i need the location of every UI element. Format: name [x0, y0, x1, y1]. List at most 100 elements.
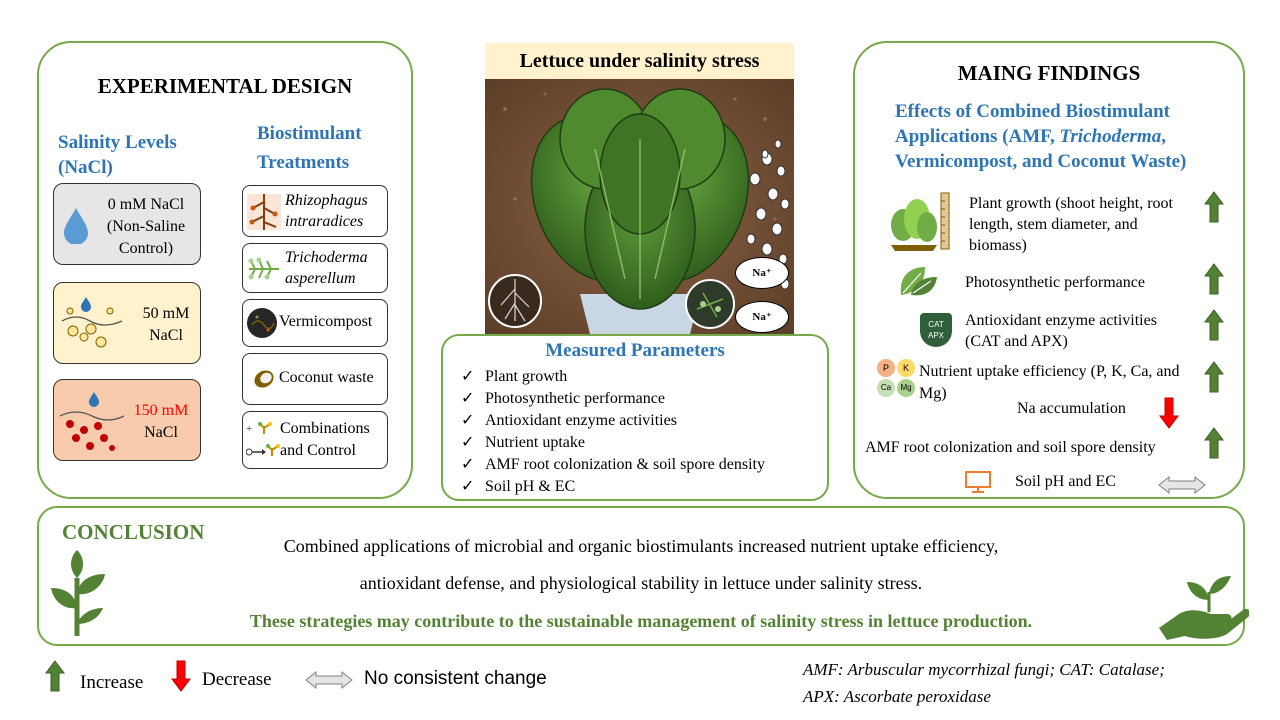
decrease-arrow-icon [170, 660, 192, 692]
measured-item-text: Soil pH & EC [485, 478, 576, 495]
increase-arrow-icon [1203, 309, 1225, 341]
abbreviation-line: APX: Ascorbate peroxidase [803, 687, 991, 706]
treatment-line: Rhizophagus [285, 192, 368, 209]
badge-text: CAT [928, 320, 944, 329]
measured-item: ✓ Photosynthetic performance [461, 388, 665, 408]
salinity-value: 150 mM [133, 402, 189, 419]
measured-item-text: AMF root colonization & soil spore densi… [485, 456, 765, 473]
treatment-line: and Control [280, 442, 356, 459]
measured-item: ✓ Antioxidant enzyme activities [461, 410, 677, 430]
photo-title: Lettuce under salinity stress [519, 50, 760, 72]
salinity-level-150mm: 150 mM NaCl [53, 379, 201, 461]
measured-item: ✓ Soil pH & EC [461, 476, 575, 496]
salinity-level-50mm: 50 mM NaCl [53, 282, 201, 364]
nutrient-label: P [882, 363, 889, 373]
experimental-design-title: EXPERIMENTAL DESIGN [97, 74, 353, 98]
main-findings-title: MAING FINDINGS [957, 61, 1141, 85]
sodium-ion-label: Na⁺ [735, 301, 789, 333]
treatment-label: Combinations and Control [280, 418, 370, 462]
treatment-line: intraradices [285, 213, 364, 230]
conclusion-line-1: Combined applications of microbial and o… [283, 536, 999, 556]
treatment-coconut-waste: Coconut waste [242, 353, 388, 405]
sodium-ion-text: Na⁺ [752, 267, 772, 279]
fungus-icon [248, 257, 279, 280]
finding-photosynthetic: Photosynthetic performance [965, 274, 1145, 291]
seedling-icon [51, 550, 105, 636]
finding-soil-ph: Soil pH and EC [1015, 473, 1116, 490]
measured-item-text: Antioxidant enzyme activities [485, 412, 677, 429]
vermicompost-icon [247, 308, 277, 338]
main-findings-panel: MAING FINDINGS Effects of Combined Biost… [853, 41, 1245, 499]
check-icon: ✓ [461, 434, 475, 451]
conclusion-line-2: antioxidant defense, and physiological s… [359, 573, 923, 593]
monitor-icon [965, 471, 991, 493]
measured-item-text: Nutrient uptake [485, 434, 585, 451]
treatment-label: Trichoderma asperellum [285, 247, 368, 289]
conclusion-panel: CONCLUSION Combined applications of micr… [37, 506, 1249, 646]
finding-amf: AMF root colonization and soil spore den… [865, 439, 1156, 456]
finding-na-accumulation: Na accumulation [1017, 400, 1126, 417]
findings-subtitle-line: Effects of Combined Biostimulant [895, 101, 1170, 122]
measured-parameters-panel: Measured Parameters ✓Plant growth ✓ Photo… [441, 334, 829, 501]
nutrient-k-icon: K [897, 359, 915, 377]
combination-icon: + [246, 422, 280, 456]
water-drop-icon [64, 208, 88, 244]
salt-particles-icon [59, 392, 124, 451]
legend-decrease: Decrease [202, 669, 272, 690]
measured-item: ✓ Nutrient uptake [461, 432, 585, 452]
check-icon: ✓ [461, 412, 475, 429]
lettuce-photo: Na⁺ Na⁺ [485, 79, 794, 334]
check-icon: ✓ [461, 456, 475, 473]
finding-text: Plant growth (shoot height, root length,… [969, 195, 1173, 254]
measured-item-text: Photosynthetic performance [485, 390, 665, 407]
findings-subtitle-line: Vermicompost, and Coconut Waste) [895, 151, 1187, 172]
check-icon: ✓ [461, 390, 475, 407]
increase-arrow-icon [1203, 263, 1225, 295]
salinity-level-label: 150 mM NaCl [122, 400, 200, 444]
treatment-rhizophagus: Rhizophagus intraradices [242, 185, 388, 237]
sodium-ion-label: Na⁺ [735, 257, 789, 289]
experimental-design-panel: EXPERIMENTAL DESIGN Salinity Levels (NaC… [37, 41, 413, 499]
nutrient-mg-icon: Mg [897, 379, 915, 397]
salinity-level-0mm: 0 mM NaCl (Non-Saline Control) [53, 183, 201, 265]
hand-plant-icon [1159, 576, 1249, 640]
findings-subtitle-line: , [1161, 126, 1166, 147]
treatment-label: Rhizophagus intraradices [285, 190, 368, 232]
check-icon: ✓ [461, 478, 475, 495]
check-icon: ✓ [461, 368, 475, 385]
plant-growth-icon [891, 192, 950, 251]
photo-title-bar: Lettuce under salinity stress [485, 43, 794, 79]
legend-increase: Increase [80, 672, 144, 693]
nutrient-ca-icon: Ca [877, 379, 895, 397]
measured-item: ✓Plant growth [461, 366, 567, 386]
nutrient-p-icon: P [877, 359, 895, 377]
treatment-label: Coconut waste [279, 369, 374, 386]
treatment-vermicompost: Vermicompost [242, 299, 388, 347]
increase-arrow-icon [1203, 361, 1225, 393]
abbreviations: AMF: Arbuscular mycorrhizal fungi; CAT: … [803, 656, 1263, 710]
nutrient-label: Ca [880, 383, 892, 392]
lettuce-illustration [485, 79, 794, 334]
root-hyphae-icon [247, 194, 281, 230]
treatment-label: Vermicompost [279, 313, 373, 330]
abbreviation-line: AMF: Arbuscular mycorrhizal fungi; CAT: … [803, 660, 1165, 679]
salt-particles-icon [61, 297, 123, 348]
legend-no-change: No consistent change [364, 668, 547, 689]
salinity-unit: NaCl [144, 424, 178, 441]
coconut-icon [254, 370, 274, 388]
nutrient-label: Mg [900, 383, 912, 392]
findings-subtitle-italic: Trichoderma [1059, 126, 1162, 147]
salinity-levels-heading: Salinity Levels (NaCl) [58, 132, 177, 178]
salinity-level-label: 50 mM NaCl [142, 305, 190, 344]
treatment-line: Trichoderma [285, 249, 368, 266]
treatment-line: asperellum [285, 270, 356, 287]
findings-subtitle: Effects of Combined Biostimulant Applica… [895, 99, 1245, 174]
svg-text:+: + [246, 423, 252, 435]
sodium-ion-text: Na⁺ [752, 311, 772, 323]
no-change-arrow-icon [1157, 475, 1207, 495]
no-change-arrow-icon [304, 670, 354, 690]
badge-text: APX [927, 331, 944, 340]
nutrient-label: K [902, 363, 909, 373]
measured-parameters-title: Measured Parameters [545, 340, 725, 361]
finding-antioxidant: Antioxidant enzyme activities (CAT and A… [965, 312, 1157, 350]
